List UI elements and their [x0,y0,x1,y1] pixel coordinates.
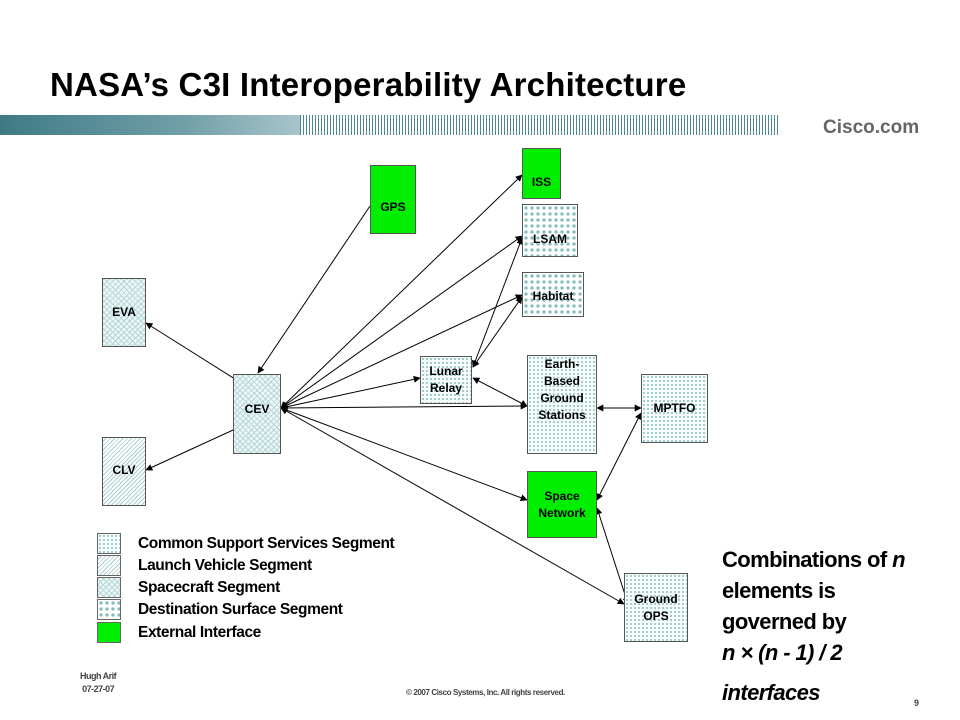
note-formula: n × (n - 1) / 2 [722,640,843,665]
footer-author-date: 07-27-07 [82,684,115,694]
cev-label: CEV [244,402,270,416]
ground-ops-node: Ground OPS [624,573,688,642]
link-space-network-ground-ops [595,507,630,605]
gps-label: GPS [380,200,406,214]
mptfo-node: MPTFO [641,374,708,443]
lsam-label: LSAM [533,232,567,246]
legend-item-external-interface: External Interface [97,622,447,644]
clv-label: CLV [112,463,136,477]
legend-item-launch-vehicle: Launch Vehicle Segment [97,555,447,577]
legend-item-common-support: Common Support Services Segment [97,533,447,555]
link-relay-earth-stations [472,377,528,407]
habitat-node: Habitat [522,272,584,317]
legend-swatch-common-support [97,533,121,554]
link-relay-habitat [472,296,523,368]
banner-striped-band [300,115,780,135]
earth-stations-label-line3: Ground [540,391,584,405]
header-banner [0,115,960,135]
legend-label: Destination Surface Segment [138,601,343,618]
legend-label: Spacecraft Segment [138,579,280,596]
link-mptfo-space-network [596,412,642,501]
legend-label: Common Support Services Segment [138,535,395,552]
lunar-relay-node: Lunar Relay [420,356,472,404]
earth-based-ground-stations-node: Earth- Based Ground Stations [527,355,597,454]
link-cev-space-network [280,406,528,502]
eva-node: EVA [102,278,146,347]
space-network-label-line2: Network [538,506,586,520]
cev-node: CEV [233,374,281,454]
ground-ops-label-line1: Ground [634,592,678,606]
note-line1-n: n [892,547,905,572]
note-line5: interfaces [722,680,821,705]
legend-item-spacecraft: Spacecraft Segment [97,577,447,599]
link-gps-cev [257,205,371,374]
space-network-node: Space Network [527,471,597,538]
iss-label: ISS [531,175,552,189]
note-line3: governed by [722,609,847,634]
page-number: 9 [914,698,920,708]
note-line1-text: Combinations of [722,547,893,572]
note-line2: elements is [722,578,836,603]
legend-label: Launch Vehicle Segment [138,557,312,574]
mptfo-label: MPTFO [653,401,696,415]
clv-node: CLV [102,437,146,506]
footer-copyright: © 2007 Cisco Systems, Inc. All rights re… [406,688,565,697]
link-cev-eva [145,322,282,409]
legend-swatch-launch-vehicle [97,555,121,576]
lunar-relay-label-line1: Lunar [429,364,463,378]
legend-item-destination-surface: Destination Surface Segment [97,599,447,621]
earth-stations-label-line2: Based [543,374,581,388]
link-cev-habitat [280,294,523,409]
lsam-node: LSAM [522,204,578,257]
footer-author-name: Hugh Arif [80,671,117,681]
gps-node: GPS [370,165,416,234]
eva-label: EVA [112,305,136,319]
space-network-label-line1: Space [544,489,580,503]
legend-swatch-external-interface [97,622,121,643]
brand-logo-text: Cisco.com [823,117,920,138]
iss-node: ISS [522,148,561,199]
page-title: NASA’s C3I Interoperability Architecture [50,66,687,103]
ground-ops-label-line2: OPS [643,609,669,623]
footer-author: Hugh Arif 07-27-07 [80,670,117,696]
legend-swatch-spacecraft [97,577,121,598]
lunar-relay-label-line2: Relay [429,381,463,395]
earth-stations-label-line4: Stations [538,408,586,422]
legend-label: External Interface [138,624,261,641]
link-cev-ground-ops [280,407,625,605]
interfaces-formula-note: Combinations of n elements is governed b… [722,544,958,708]
banner-solid-band [0,115,300,135]
legend-swatch-destination-surface [97,599,121,620]
earth-stations-label-line1: Earth- [544,357,580,371]
habitat-label: Habitat [532,289,574,303]
link-relay-lsam [471,237,524,368]
link-cev-earth-stations [280,402,528,412]
